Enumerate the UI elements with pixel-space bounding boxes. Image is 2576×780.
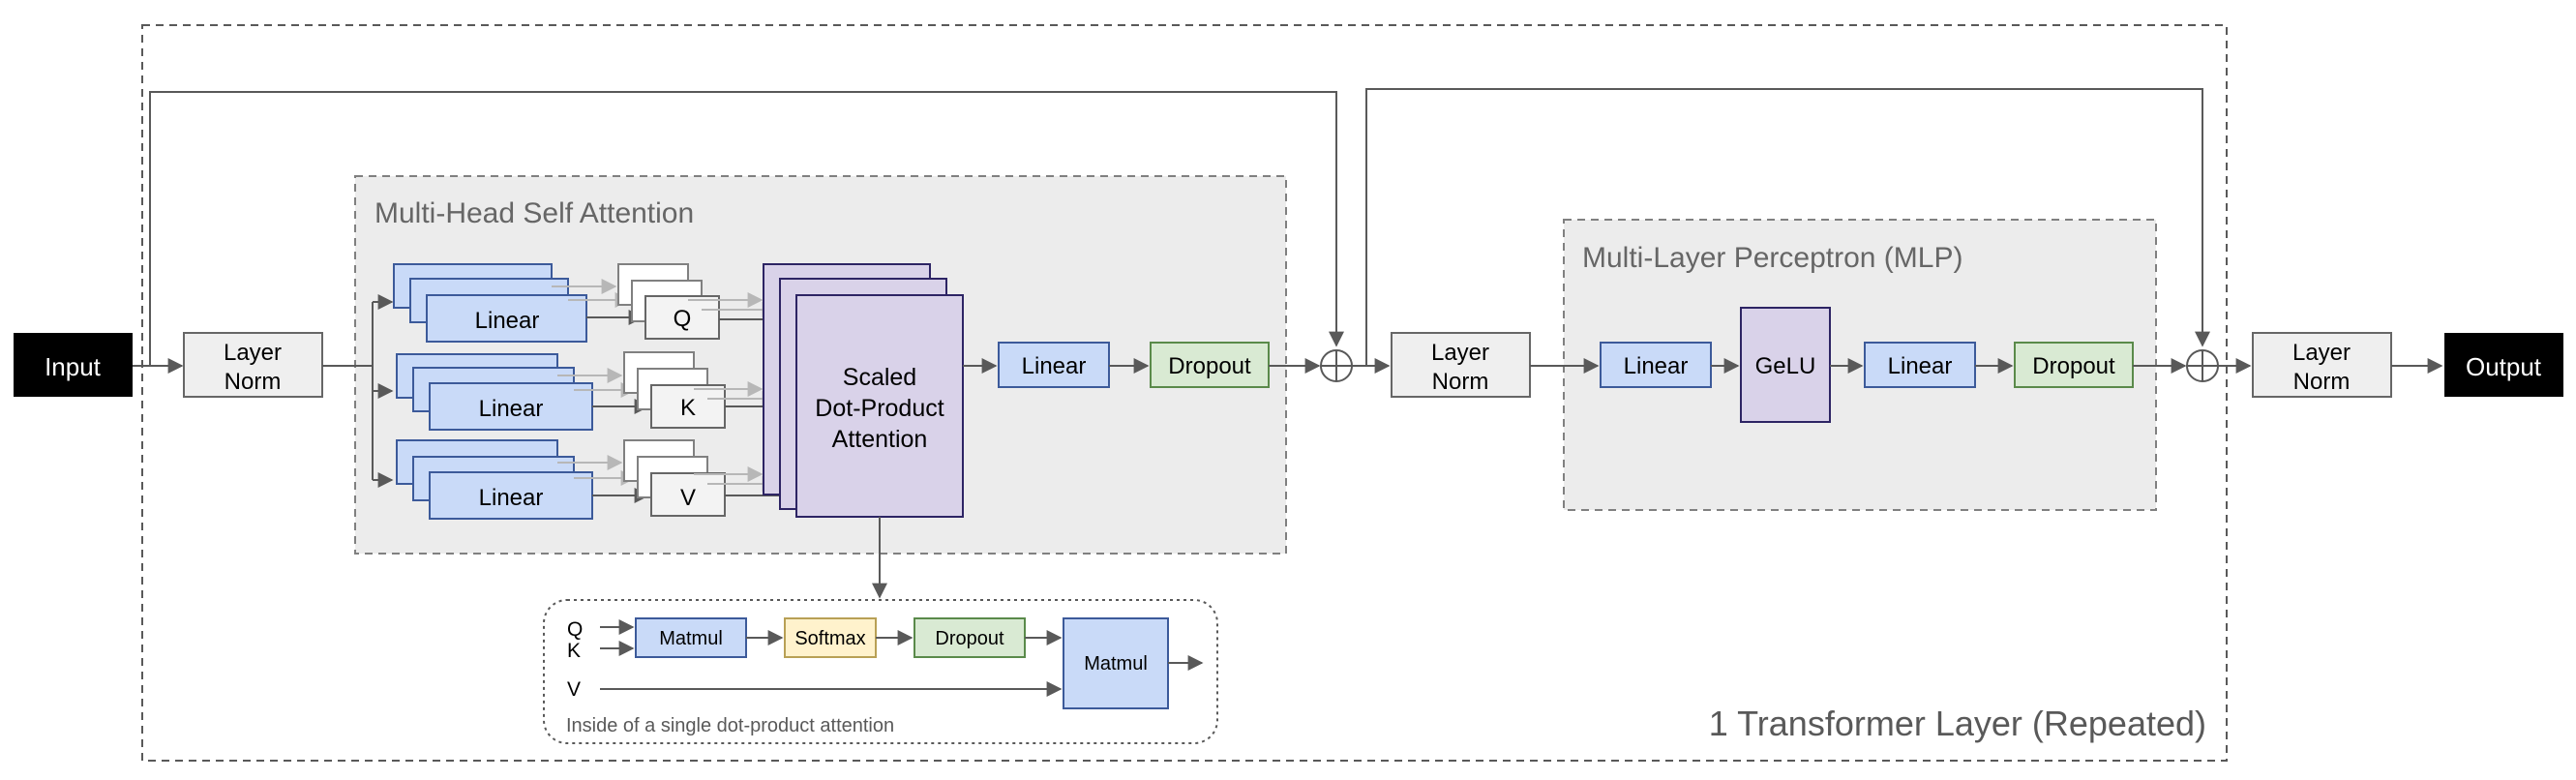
mlp-linear-2-label: Linear [1888,353,1953,379]
q-label: Q [674,306,692,332]
linear-q-label: Linear [475,308,540,334]
linear-stack-k: Linear [396,353,593,431]
mlp-linear-1 [1600,342,1712,388]
scaled-dot-product-attention-stack: Scaled Dot-Product Attention [763,263,964,518]
inset-matmul-2-label: Matmul [1084,653,1148,675]
sdpa-line2: Dot-Product [815,395,944,422]
linear-k-label: Linear [479,396,544,422]
inset-matmul-2 [1063,617,1169,709]
layer-norm-3 [2252,332,2392,398]
transformer-layer-boundary [141,24,2228,762]
layer-norm-2-line2: Norm [1432,369,1489,395]
linear-stack-v: Linear [396,439,593,520]
input-label: Input [45,352,102,381]
inset-dropout-label: Dropout [935,628,1004,649]
sdpa-line1: Scaled [843,364,916,391]
inset-caption: Inside of a single dot-product attention [566,715,894,736]
output-label: Output [2466,352,2542,381]
v-stack: V [623,439,726,517]
sdpa-line3: Attention [832,426,928,453]
k-label: K [680,395,696,421]
residual-connection-2 [1365,88,2210,366]
inset-softmax-label: Softmax [794,628,865,649]
mlp-linear-1-label: Linear [1624,353,1689,379]
layer-norm-1-line1: Layer [224,340,282,366]
layer-norm-3-line1: Layer [2292,340,2351,366]
gelu-label: GeLU [1755,353,1816,379]
inset-dropout [914,617,1026,658]
layer-norm-2-line1: Layer [1431,340,1489,366]
layer-norm-3-line2: Norm [2293,369,2351,395]
inset-v-label: V [567,678,581,701]
inset-k-label: K [567,640,581,662]
residual-connection-1 [149,91,1344,366]
mlp-dropout [2014,342,2134,388]
mlp-dropout-label: Dropout [2032,353,2115,379]
layer-norm-1-line2: Norm [225,369,282,395]
mhsa-title: Multi-Head Self Attention [374,197,694,229]
residual-add-2 [2186,349,2219,382]
mhsa-dropout-label: Dropout [1168,353,1251,379]
inset-matmul-1 [635,617,747,658]
mlp-title: Multi-Layer Perceptron (MLP) [1582,242,1962,274]
v-label: V [680,485,696,511]
transformer-caption: 1 Transformer Layer (Repeated) [1709,704,2206,743]
q-stack: Q [617,263,720,340]
residual-add-1 [1320,349,1353,382]
mhsa-linear-label: Linear [1022,353,1087,379]
layer-norm-2 [1391,332,1531,398]
inset-matmul-1-label: Matmul [659,628,723,649]
input-block [14,333,133,397]
linear-v-label: Linear [479,485,544,511]
output-block [2444,333,2563,397]
inset-q-label: Q [567,618,583,641]
mhsa-dropout [1150,342,1270,388]
linear-stack-q: Linear [393,263,587,343]
